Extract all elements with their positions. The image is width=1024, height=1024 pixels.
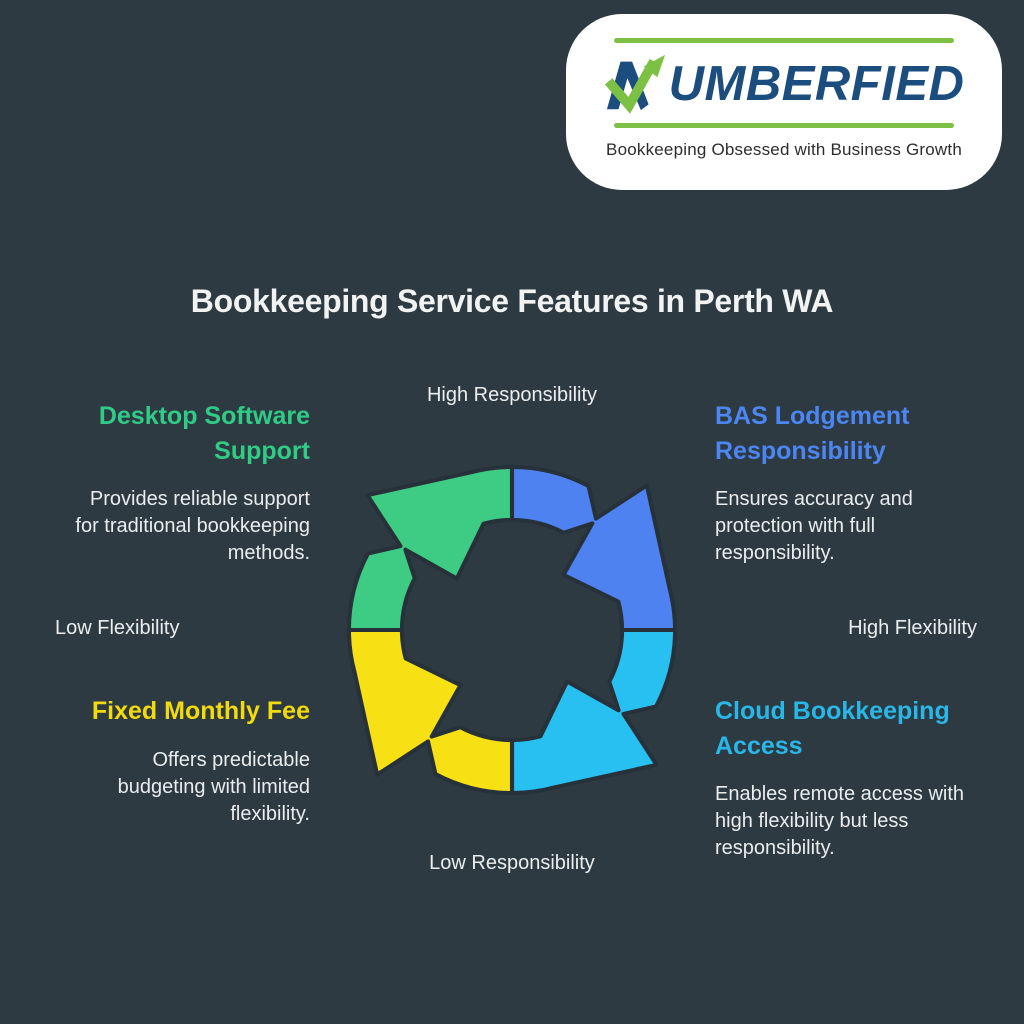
quadrant-cycle-diagram <box>346 464 678 796</box>
cycle-segment-cloud-bookkeeping <box>509 627 678 796</box>
axis-label-low-flexibility: Low Flexibility <box>55 617 180 639</box>
cycle-segment-desktop-software <box>346 464 515 633</box>
quadrant-body-fixed-monthly-fee: Offers predictable budgeting with limite… <box>117 749 310 826</box>
quadrant-body-cloud-bookkeeping: Enables remote access with high flexibil… <box>715 783 965 860</box>
quadrant-heading-cloud-bookkeeping: Cloud Bookkeeping Access <box>715 697 950 760</box>
logo-wordmark: UMBERFIED <box>604 52 965 116</box>
logo-accent-line-top <box>614 38 954 43</box>
logo-card: UMBERFIED Bookkeeping Obsessed with Busi… <box>566 14 1002 190</box>
logo-tagline: Bookkeeping Obsessed with Business Growt… <box>606 140 962 159</box>
axis-label-low-responsibility: Low Responsibility <box>429 852 595 874</box>
quadrant-body-desktop-software: Provides reliable support for traditiona… <box>75 488 310 565</box>
quadrant-heading-bas-lodgement: BAS Lodgement Responsibility <box>715 402 910 465</box>
numberfied-n-growth-arrow-icon <box>604 54 665 114</box>
axis-label-high-responsibility: High Responsibility <box>426 384 598 406</box>
page-title: Bookkeeping Service Features in Perth WA <box>190 283 834 319</box>
cycle-segment-fixed-monthly-fee <box>346 627 515 796</box>
quadrant-heading-desktop-software: Desktop Software Support <box>98 402 310 465</box>
logo-accent-line-bottom <box>614 123 954 128</box>
axis-label-high-flexibility: High Flexibility <box>848 617 977 639</box>
quadrant-heading-fixed-monthly-fee: Fixed Monthly Fee <box>91 697 310 725</box>
cycle-segment-bas-lodgement <box>509 464 678 633</box>
brand-name: UMBERFIED <box>668 56 965 111</box>
quadrant-body-bas-lodgement: Ensures accuracy and protection with ful… <box>715 488 913 565</box>
